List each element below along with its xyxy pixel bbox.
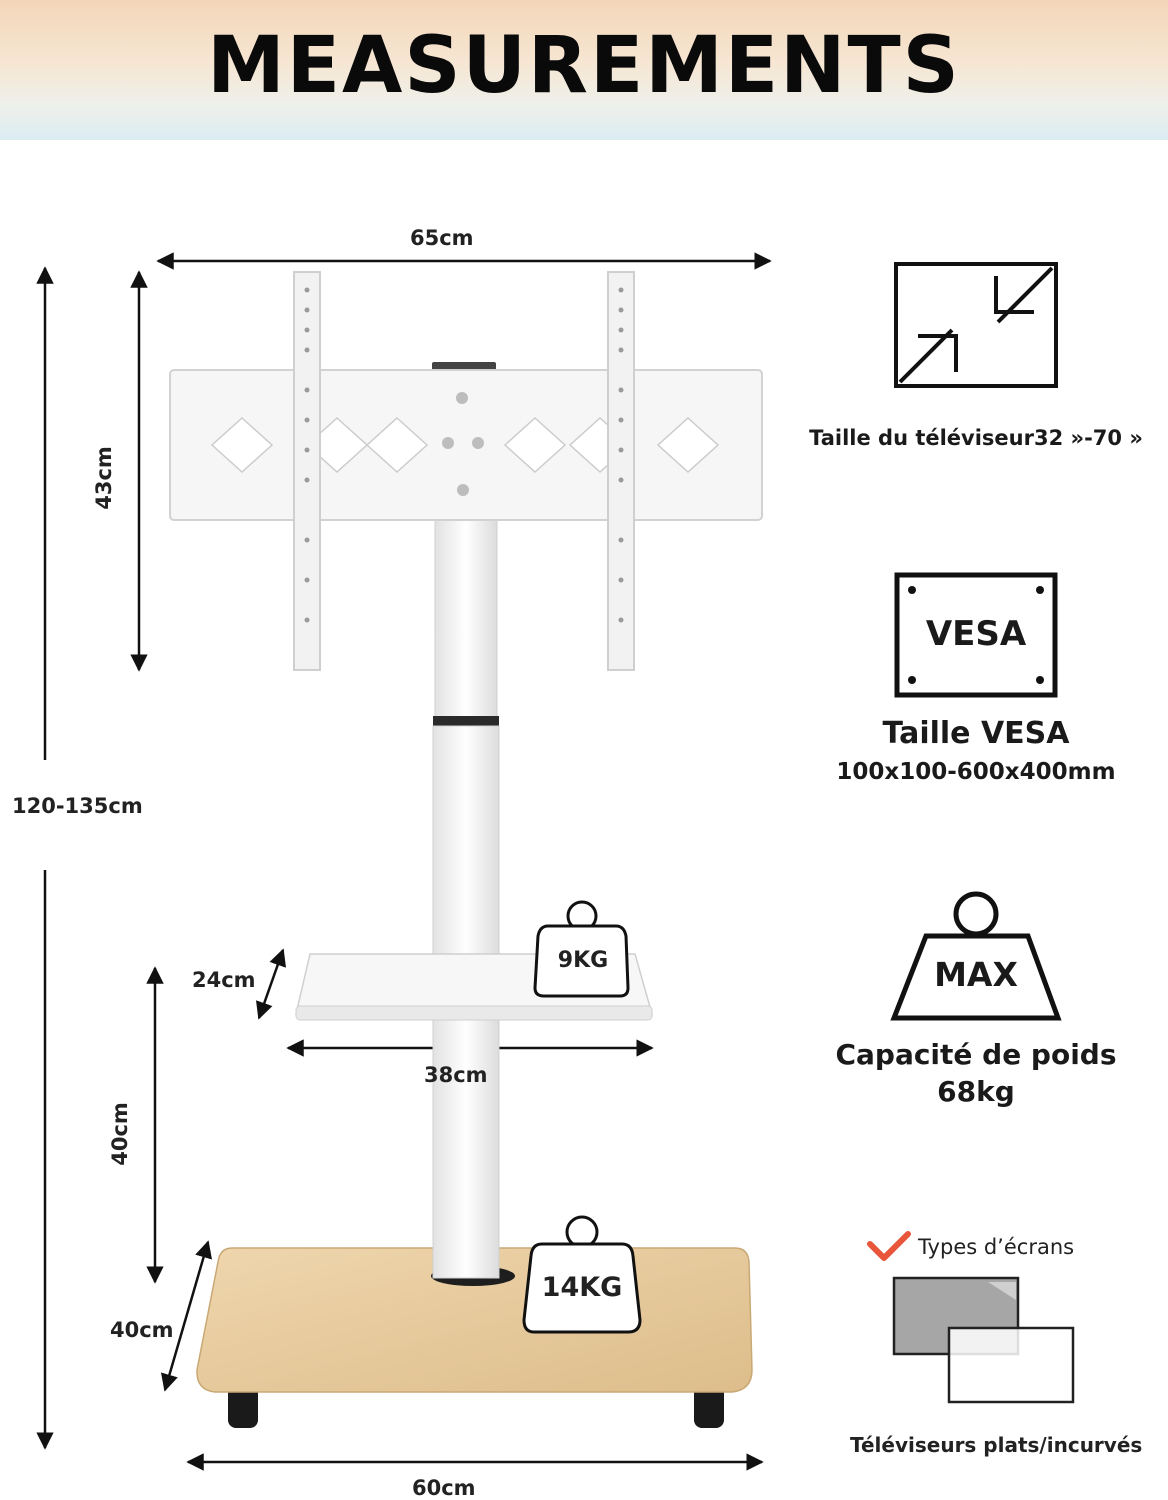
vesa-title: Taille VESA: [882, 716, 1070, 751]
total-height-label: 120-135cm: [12, 794, 143, 818]
resize-icon: [894, 262, 1058, 388]
vesa-icon-label: VESA: [925, 614, 1027, 654]
stand-pole: [432, 519, 500, 1279]
base-width-label: 60cm: [412, 1476, 476, 1500]
weight-icon-base: [522, 1215, 642, 1334]
arrow-shelf-depth: [255, 948, 287, 1020]
base-depth-label: 40cm: [110, 1318, 174, 1342]
shelf-weight-label: 9KG: [557, 948, 609, 973]
screen-types-value: Téléviseurs plats/incurvés: [850, 1433, 1143, 1457]
capacity-value: 68kg: [937, 1075, 1015, 1108]
max-icon-label: MAX: [934, 955, 1018, 994]
weight-icon-shelf: [533, 900, 630, 998]
capacity-title: Capacité de poids: [835, 1038, 1117, 1071]
top-width-label: 65cm: [410, 226, 474, 250]
screen-types-title: Types d’écrans: [918, 1235, 1075, 1259]
arrow-base-depth: [160, 1240, 213, 1392]
vesa-range: 100x100-600x400mm: [836, 759, 1116, 785]
tv-size-text: Taille du téléviseur32 »-70 »: [809, 426, 1143, 450]
shelf-height-label: 40cm: [107, 1102, 132, 1166]
bracket-height-label: 43cm: [91, 446, 116, 510]
flat-curved-screen-icon: [892, 1276, 1075, 1404]
base-weight-label: 14KG: [541, 1272, 623, 1303]
max-weight-icon: [890, 891, 1062, 1021]
shelf-depth-label: 24cm: [192, 968, 256, 992]
vesa-icon: [894, 572, 1058, 698]
page-title: MEASUREMENTS: [207, 21, 961, 111]
checkmark-icon: [867, 1231, 911, 1261]
tv-mount-bracket: [169, 271, 763, 671]
shelf-width-label: 38cm: [424, 1063, 488, 1087]
header-banner: [0, 0, 1168, 140]
